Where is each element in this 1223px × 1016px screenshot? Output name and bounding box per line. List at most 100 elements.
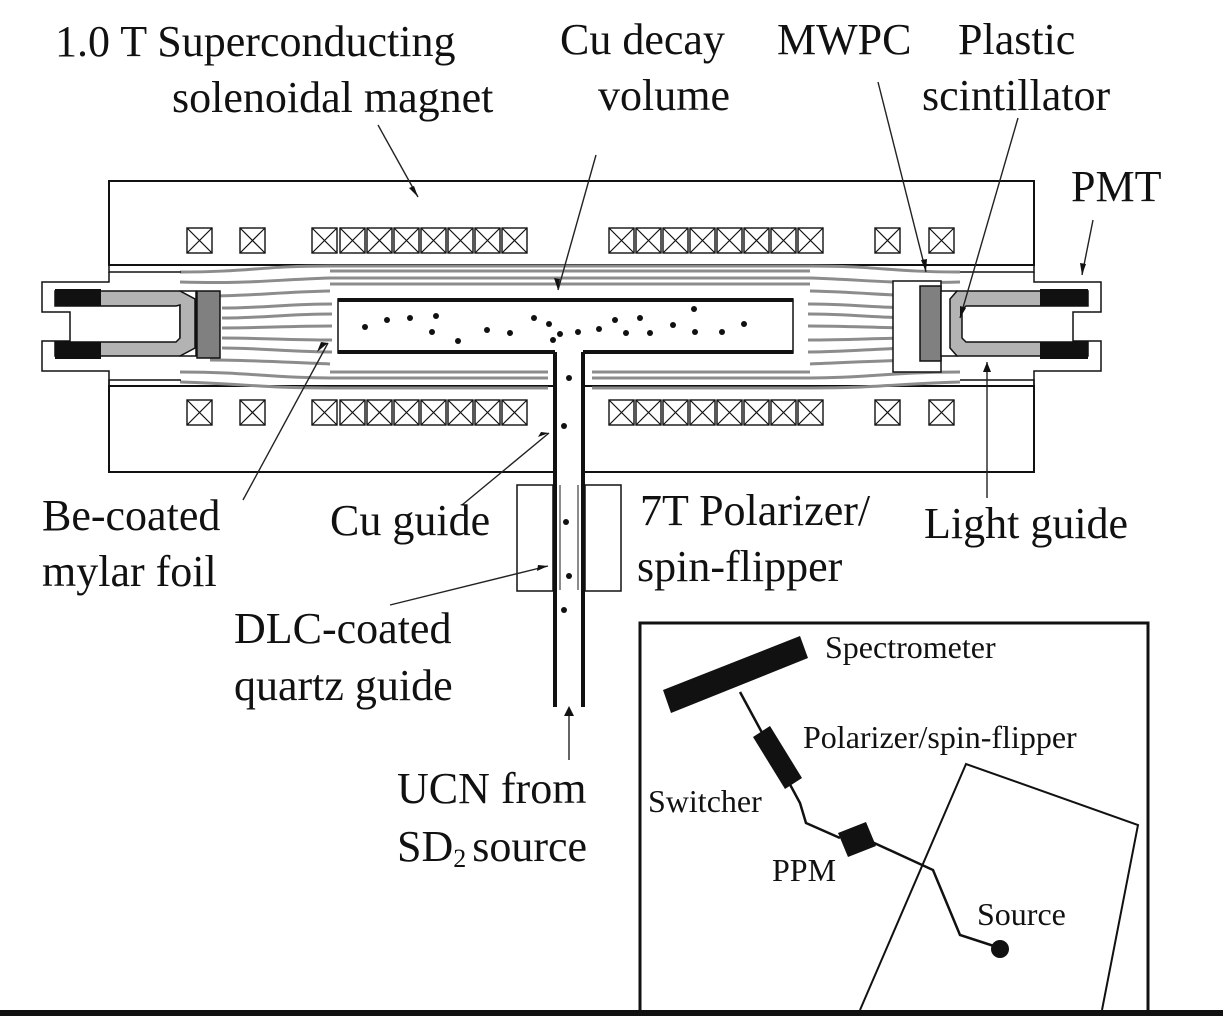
labels: 1.0 T Superconducting solenoidal magnet … xyxy=(42,15,1162,873)
coil-winding-cross xyxy=(874,399,901,426)
neutron-dot xyxy=(575,329,581,335)
coil-winding xyxy=(339,399,366,426)
coil-winding xyxy=(239,227,266,254)
neutron-dot xyxy=(429,329,435,335)
coil-winding-cross xyxy=(447,399,474,426)
dlc-label-line1: DLC-coated xyxy=(234,604,451,653)
neutron-dot xyxy=(433,313,439,319)
coil-winding-cross xyxy=(716,227,743,254)
left-pmt-lower xyxy=(55,342,101,359)
coil-winding-cross xyxy=(366,399,393,426)
right-pmt-upper xyxy=(1040,289,1088,306)
coil-winding xyxy=(689,227,716,254)
spectrometer-block xyxy=(663,636,808,713)
coil-winding-cross xyxy=(501,399,528,426)
neutron-dot xyxy=(692,329,698,335)
neutron-dot xyxy=(384,317,390,323)
coil-winding xyxy=(928,227,955,254)
neutron-dot xyxy=(623,330,629,336)
neutron-dot xyxy=(531,315,537,321)
coil-winding-cross xyxy=(366,227,393,254)
inset-source-label: Source xyxy=(977,896,1066,932)
coil-winding xyxy=(874,399,901,426)
foil-label-line1: Be-coated xyxy=(42,491,220,540)
neutron-dot xyxy=(719,329,725,335)
right-end-cap xyxy=(960,265,1102,386)
coil-winding-cross xyxy=(716,399,743,426)
coil-winding-cross xyxy=(501,227,528,254)
cu-decay-volume xyxy=(337,298,794,354)
coil-winding-cross xyxy=(635,399,662,426)
beamline-inset: Spectrometer Polarizer/spin-flipper Swit… xyxy=(638,621,1150,1015)
coil-winding xyxy=(716,227,743,254)
neutron-dot xyxy=(546,321,552,327)
inset-spectrometer-label: Spectrometer xyxy=(825,629,996,665)
coil-winding xyxy=(474,227,501,254)
neutron-dot xyxy=(647,330,653,336)
coil-winding-cross xyxy=(239,399,266,426)
coil-winding-cross xyxy=(928,399,955,426)
coil-winding-cross xyxy=(608,399,635,426)
light-guide-label: Light guide xyxy=(924,499,1128,548)
coil-winding xyxy=(743,227,770,254)
coil-winding xyxy=(635,227,662,254)
coil-winding-cross xyxy=(608,227,635,254)
coil-winding xyxy=(743,399,770,426)
coil-winding-cross xyxy=(447,227,474,254)
coil-winding-cross xyxy=(474,227,501,254)
left-pmt-upper xyxy=(55,289,101,306)
neutron-dot xyxy=(691,306,697,312)
foil-label-line2: mylar foil xyxy=(42,547,217,596)
cu-guide-label: Cu guide xyxy=(330,496,490,545)
coil-winding-cross xyxy=(874,227,901,254)
neutron-dot xyxy=(550,337,556,343)
coil-winding xyxy=(447,399,474,426)
coil-winding xyxy=(366,399,393,426)
neutron-dot xyxy=(566,573,572,579)
mwpc-box xyxy=(919,285,942,362)
coil-winding-cross xyxy=(928,227,955,254)
coil-winding xyxy=(311,227,338,254)
left-scintillator xyxy=(196,290,221,359)
neutron-dots xyxy=(362,306,747,613)
inset-switcher-label: Switcher xyxy=(648,783,762,819)
decay-volume-label-line2: volume xyxy=(598,71,730,120)
coil-winding xyxy=(662,227,689,254)
coil-winding xyxy=(447,227,474,254)
coil-winding xyxy=(393,227,420,254)
mwpc-label: MWPC xyxy=(777,15,911,64)
coil-winding xyxy=(186,399,213,426)
coil-winding-cross xyxy=(420,399,447,426)
coil-winding xyxy=(474,399,501,426)
neutron-dot xyxy=(561,607,567,613)
coil-winding xyxy=(689,399,716,426)
coil-winding-cross xyxy=(743,399,770,426)
coil-winding-cross xyxy=(770,399,797,426)
inset-polarizer-label: Polarizer/spin-flipper xyxy=(803,719,1077,755)
neutron-dot xyxy=(670,322,676,328)
coil-winding xyxy=(928,399,955,426)
coil-winding-cross xyxy=(239,227,266,254)
coil-winding xyxy=(770,227,797,254)
coil-winding xyxy=(393,399,420,426)
coil-winding-cross xyxy=(186,227,213,254)
coil-winding xyxy=(797,399,824,426)
left-end-cap xyxy=(41,265,197,386)
neutron-dot xyxy=(596,326,602,332)
leader-arrowheads xyxy=(317,186,1086,716)
neutron-dot xyxy=(561,423,567,429)
neutron-dot xyxy=(484,327,490,333)
neutron-dot xyxy=(557,331,563,337)
neutron-dot xyxy=(741,321,747,327)
coil-winding-cross xyxy=(339,399,366,426)
neutron-dot xyxy=(612,317,618,323)
neutron-dot xyxy=(362,324,368,330)
coil-winding xyxy=(635,399,662,426)
coil-winding-cross xyxy=(311,399,338,426)
coil-winding-cross xyxy=(474,399,501,426)
dlc-label-line2: quartz guide xyxy=(234,661,453,710)
coil-winding xyxy=(608,227,635,254)
switcher-block xyxy=(753,726,802,789)
coil-winding xyxy=(186,227,213,254)
